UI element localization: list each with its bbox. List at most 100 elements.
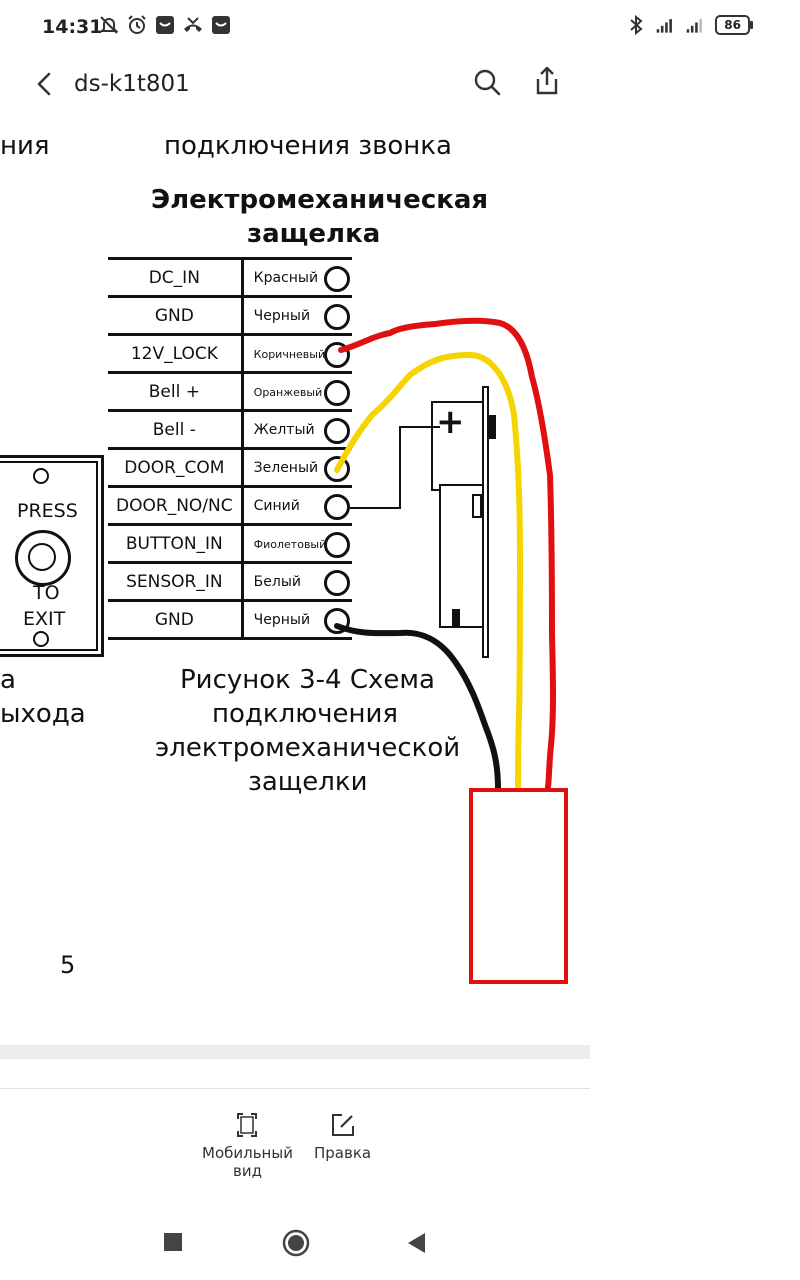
figure-caption-line1: Рисунок 3-4 Схема — [180, 665, 435, 695]
signal-icon — [686, 19, 703, 33]
signal-icon — [656, 19, 673, 33]
yellow-wire — [334, 351, 524, 791]
document-view[interactable]: ния подключения звонка Электромеханическ… — [0, 115, 800, 1045]
terminal-screw-icon — [324, 418, 350, 444]
terminal-wire-color-cell: Синий — [242, 485, 352, 526]
terminal-screw-icon — [324, 532, 350, 558]
recent-apps-icon[interactable] — [163, 1232, 183, 1252]
alarm-icon — [128, 15, 146, 34]
mobile-view-button[interactable]: Мобильный вид — [202, 1112, 293, 1180]
terminal-screw-icon — [324, 342, 350, 368]
terminal-screw-icon — [324, 494, 350, 520]
terminal-pin-label: DOOR_COM — [108, 447, 244, 488]
lock-heading-line1: Электромеханическая — [151, 185, 489, 215]
terminal-wire-color-cell: Белый — [242, 561, 352, 602]
app-header: ds-k1t801 — [0, 55, 800, 115]
terminal-wire-color-cell: Зеленый — [242, 447, 352, 488]
terminal-wire-color-cell: Оранжевый — [242, 371, 352, 412]
exit-to-label: TO — [33, 582, 60, 604]
terminal-wire-color-label: Синий — [253, 497, 300, 514]
document-title: ds-k1t801 — [74, 71, 190, 97]
mute-bell-icon — [99, 16, 119, 34]
terminal-wire-color-cell: Коричневый — [242, 333, 352, 374]
cut-text-top-left: ния — [0, 131, 50, 161]
status-bar: 14:31 86 — [0, 0, 800, 55]
navigation-bar — [0, 1210, 590, 1280]
terminal-wire-color-label: Белый — [253, 573, 301, 590]
mobile-view-label-line1: Мобильный — [202, 1144, 293, 1162]
bluetooth-icon — [630, 14, 643, 36]
terminal-wire-color-label: Красный — [253, 269, 319, 286]
terminal-wire-color-label: Черный — [253, 307, 311, 324]
status-icons-left — [98, 14, 232, 36]
terminal-pin-label: Bell + — [108, 371, 244, 412]
terminal-pin-label: GND — [108, 295, 244, 336]
terminal-pin-label: Bell - — [108, 409, 244, 450]
terminal-row: SENSOR_IN Белый — [108, 561, 352, 602]
lock-plus-sign: + — [436, 402, 465, 442]
black-connector-line — [350, 426, 440, 509]
toolbar-divider — [0, 1088, 590, 1089]
wiring-overlay: + — [334, 317, 568, 984]
app-icon — [212, 16, 230, 34]
mobile-view-icon — [237, 1113, 258, 1137]
edit-button[interactable]: Правка — [314, 1112, 371, 1162]
app-icon — [156, 16, 174, 34]
exit-exit-label: EXIT — [23, 608, 66, 630]
terminal-wire-color-label: Желтый — [253, 421, 315, 438]
screw-icon — [33, 468, 49, 484]
share-icon[interactable] — [532, 65, 562, 97]
power-supply-box — [469, 788, 568, 984]
edit-icon — [331, 1114, 354, 1136]
home-icon[interactable] — [282, 1229, 310, 1257]
terminal-row: GND Черный — [108, 295, 352, 336]
terminal-row: Bell + Оранжевый — [108, 371, 352, 412]
red-wire — [338, 317, 556, 790]
screw-icon — [33, 631, 49, 647]
terminal-wire-color-cell: Желтый — [242, 409, 352, 450]
black-wire — [334, 623, 501, 791]
terminal-pin-label: 12V_LOCK — [108, 333, 244, 374]
status-icons-right: 86 — [625, 14, 753, 36]
terminal-pin-label: SENSOR_IN — [108, 561, 244, 602]
battery-indicator: 86 — [715, 15, 753, 35]
mobile-view-label-line2: вид — [232, 1162, 262, 1180]
lock-illustration: + — [431, 386, 496, 658]
terminal-screw-icon — [324, 570, 350, 596]
figure-caption-line3: электромеханической — [155, 733, 461, 763]
missed-call-icon — [184, 17, 202, 32]
terminal-wire-color-cell: Фиолетовый — [242, 523, 352, 564]
back-icon[interactable] — [405, 1232, 427, 1254]
terminal-pin-label: GND — [108, 599, 244, 640]
terminal-screw-icon — [324, 380, 350, 406]
terminal-wire-color-label: Черный — [253, 611, 311, 628]
page-number: 5 — [60, 951, 76, 979]
terminal-wire-color-label: Оранжевый — [253, 385, 323, 399]
figure-caption-line4: защелки — [248, 767, 368, 797]
terminal-pin-label: BUTTON_IN — [108, 523, 244, 564]
terminal-pin-label: DC_IN — [108, 257, 244, 298]
terminal-wire-color-cell: Черный — [242, 295, 352, 336]
terminal-row: 12V_LOCK Коричневый — [108, 333, 352, 374]
edit-label: Правка — [314, 1144, 372, 1162]
bell-caption-cut: подключения звонка — [164, 131, 452, 161]
status-time: 14:31 — [42, 16, 103, 38]
terminal-pin-label: DOOR_NO/NC — [108, 485, 244, 526]
exit-button-panel: PRESS TO EXIT — [0, 455, 104, 657]
terminal-row: Bell - Желтый — [108, 409, 352, 450]
chevron-left-icon[interactable] — [30, 69, 60, 99]
figure-caption-line2: подключения — [212, 699, 398, 729]
search-icon[interactable] — [472, 67, 502, 97]
exit-press-label: PRESS — [17, 500, 78, 522]
cut-text-bottom-left-2: ыхода — [0, 699, 86, 729]
lock-heading-line2: защелка — [247, 219, 381, 249]
page-separator — [0, 1045, 590, 1059]
terminal-wire-color-label: Коричневый — [253, 347, 326, 361]
terminal-row: DOOR_NO/NC Синий — [108, 485, 352, 526]
terminal-wire-color-cell: Красный — [242, 257, 352, 298]
cut-text-bottom-left-1: а — [0, 665, 16, 695]
push-button-icon — [15, 530, 71, 586]
